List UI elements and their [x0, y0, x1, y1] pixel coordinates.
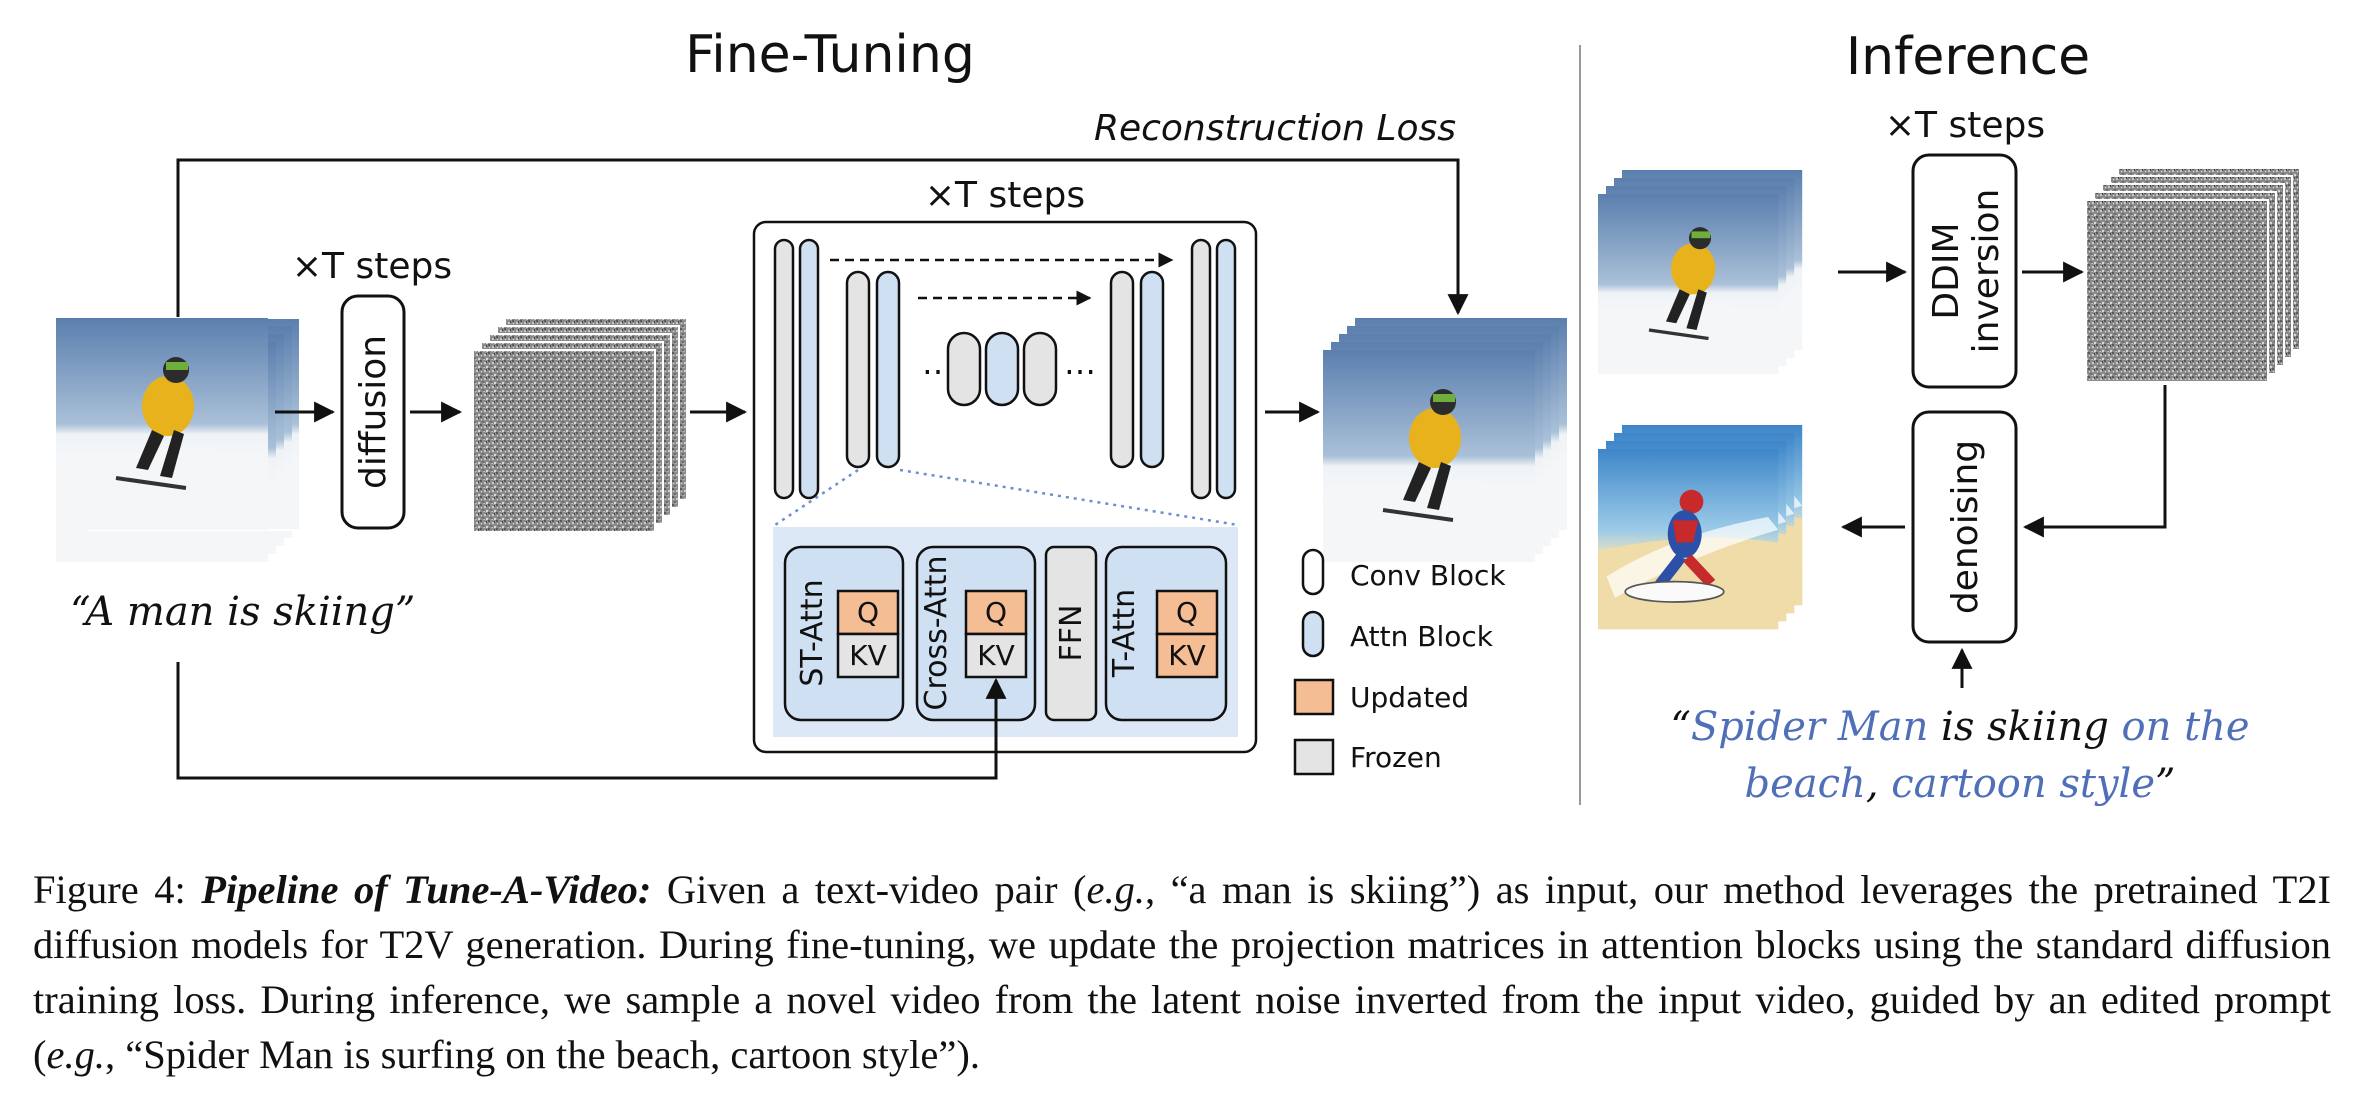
pipeline-figure: Fine-Tuning Inference Reconstruction Los… [54, 25, 2301, 807]
mid-block [984, 331, 1020, 407]
q-projection [836, 589, 900, 636]
caption-text-1: Given a text-video pair ( [651, 867, 1087, 912]
legend-attn-swatch [1301, 610, 1325, 658]
text-condition-arrow [176, 662, 1007, 780]
svg-text:ST-Attn: ST-Attn [795, 579, 830, 686]
legend: Conv Block Attn Block Updated Frozen [1293, 548, 1506, 776]
svg-text:FFN: FFN [1054, 605, 1089, 662]
kv-projection [964, 632, 1028, 679]
input-video-front-frame [54, 316, 270, 532]
svg-text:KV: KV [1168, 639, 1206, 672]
q-projection [964, 589, 1028, 636]
svg-text:Cross-Attn: Cross-Attn [919, 556, 954, 711]
svg-text:KV: KV [849, 639, 887, 672]
attn-block [875, 270, 901, 469]
diffusion-box [340, 294, 406, 530]
inference-steps-label: ×T steps [1885, 105, 2045, 146]
attn-block [798, 238, 820, 500]
caption-lead: Figure 4: [33, 867, 202, 912]
conv-block [1190, 238, 1212, 500]
unet-steps-label: ×T steps [925, 175, 1085, 216]
attn-block [1215, 238, 1237, 500]
caption-text-2: , “a man is skiing”) as input, our metho… [33, 867, 2331, 1077]
svg-text:T-Attn: T-Attn [1107, 589, 1142, 678]
reconstruction-loss-label: Reconstruction Loss [1094, 108, 1456, 149]
diffusion-label: diffusion [353, 335, 394, 489]
caption-eg-1: e.g. [1086, 867, 1145, 912]
caption-text-3: , “Spider Man is surfing on the beach, c… [104, 1032, 980, 1077]
mid-block [946, 331, 982, 407]
noise-latents-inference [2085, 167, 2301, 383]
unet-encoder-blocks [773, 238, 901, 500]
input-prompt: “A man is skiing” [70, 589, 415, 635]
svg-text:Q: Q [857, 596, 879, 629]
reconstruction-loss-arrow [176, 158, 1469, 320]
ddim-label: DDIM [1926, 222, 1967, 319]
legend-frozen-swatch [1293, 738, 1335, 776]
arrow-noise-to-denoising [2022, 385, 2167, 538]
legend-frozen-label: Frozen [1350, 741, 1442, 774]
inference-input-frames [1596, 168, 1804, 376]
noise-latents-finetune [472, 317, 688, 533]
mid-block [1022, 331, 1058, 407]
conv-block [773, 238, 795, 500]
conv-block [845, 270, 871, 469]
edited-output-video-frames [1597, 424, 1804, 631]
t-attn-block: T-Attn Q KV [1104, 545, 1228, 722]
legend-updated-label: Updated [1350, 681, 1469, 714]
svg-text:Q: Q [985, 596, 1007, 629]
inversion-label: inversion [1966, 189, 2007, 354]
kv-projection [836, 632, 900, 679]
denoising-box [1911, 410, 2018, 644]
legend-conv-label: Conv Block [1350, 559, 1506, 592]
legend-conv-swatch [1301, 548, 1325, 596]
diffusion-steps-label: ×T steps [292, 246, 452, 287]
zoom-line-left [774, 468, 859, 527]
legend-updated-swatch [1293, 678, 1335, 716]
zoom-line-right [899, 468, 1239, 527]
conv-block [1109, 270, 1135, 469]
kv-projection [1155, 632, 1219, 679]
finetune-title: Fine-Tuning [685, 25, 975, 85]
ffn-block: FFN [1044, 545, 1098, 722]
svg-text:Q: Q [1176, 596, 1198, 629]
ddim-inversion-box [1911, 153, 2018, 389]
legend-attn-label: Attn Block [1350, 620, 1494, 653]
figure-caption: Figure 4: Pipeline of Tune-A-Video: Give… [33, 862, 2331, 1082]
svg-text:KV: KV [977, 639, 1015, 672]
reconstructed-video-frames [1321, 316, 1569, 564]
st-attn-block: ST-Attn Q KV [783, 545, 905, 722]
attn-block [1139, 270, 1165, 469]
cross-attn-block: Cross-Attn Q KV [915, 545, 1037, 722]
caption-title: Pipeline of Tune-A-Video: [201, 867, 652, 912]
unet-decoder-blocks [1109, 238, 1237, 500]
ellipsis-right: … [1064, 344, 1096, 382]
edited-prompt-line1: “Spider Man is skiing on the [1670, 704, 2249, 750]
denoising-label: denoising [1945, 440, 1986, 614]
caption-eg-2: e.g. [46, 1032, 105, 1077]
inference-title: Inference [1846, 27, 2090, 87]
edited-prompt-line2: beach, cartoon style” [1745, 761, 2176, 807]
